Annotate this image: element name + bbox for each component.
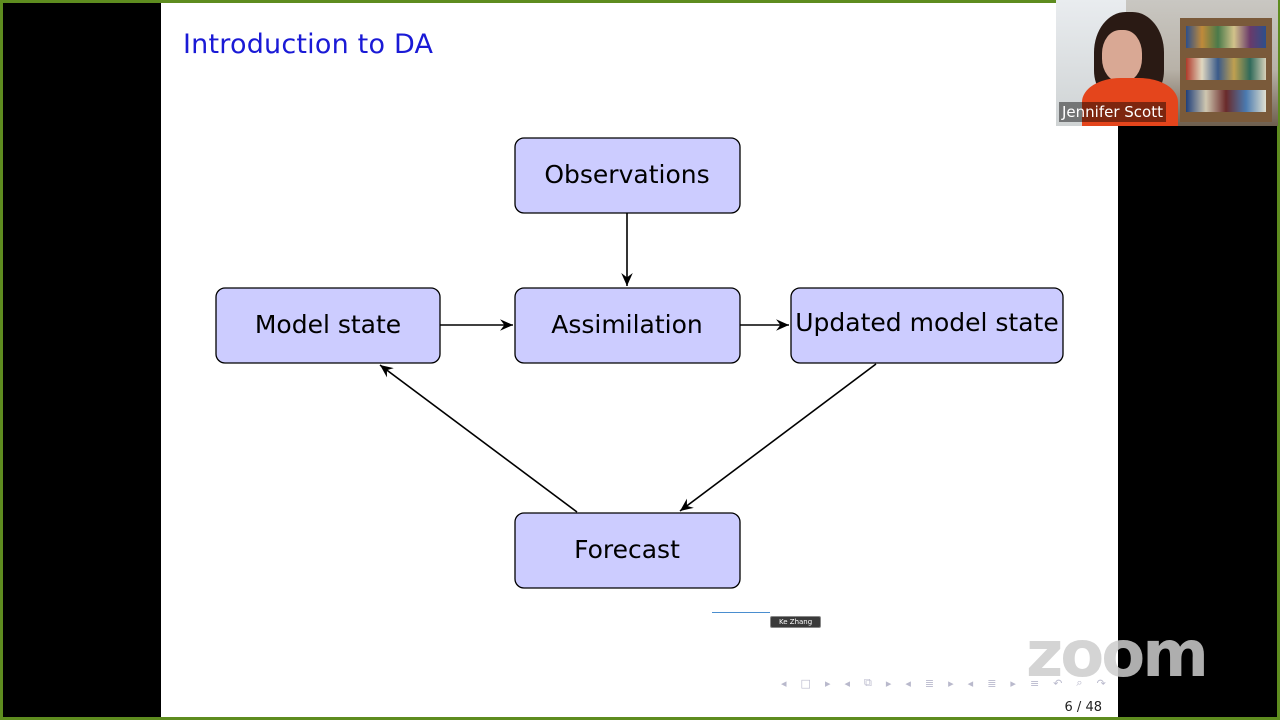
- participant-video-tile[interactable]: Jennifer Scott: [1056, 0, 1278, 126]
- node-observations: Observations: [514, 137, 741, 214]
- node-model-state-label: Model state: [255, 310, 401, 339]
- slide-title: Introduction to DA: [183, 29, 434, 60]
- annotation-line: [712, 612, 770, 613]
- section-icon[interactable]: ≣: [924, 676, 935, 690]
- arrow-right-icon[interactable]: ▸: [824, 676, 831, 690]
- slide-page-number: 6 / 48: [1064, 700, 1102, 715]
- remote-cursor-name-tag: Ke Zhang: [770, 616, 822, 628]
- background-bookshelf: [1180, 18, 1272, 122]
- node-updated-model-state-label: Updated model state: [795, 308, 1058, 337]
- redo-icon[interactable]: ↷: [1096, 676, 1106, 690]
- frame-icon[interactable]: □: [800, 676, 811, 690]
- arrow-left-icon[interactable]: ◂: [905, 676, 911, 690]
- node-observations-label: Observations: [544, 160, 709, 189]
- da-cycle-diagram: Observations Model state Assimilation Up…: [215, 137, 1064, 589]
- arrow-left-icon[interactable]: ◂: [844, 676, 850, 690]
- participant-face: [1102, 30, 1142, 82]
- shared-screen-slide: Introduction to DA Observations Model st…: [161, 3, 1118, 717]
- undo-icon[interactable]: ↶: [1053, 676, 1063, 690]
- subsection-icon[interactable]: ⧉: [864, 676, 872, 689]
- node-model-state: Model state: [215, 287, 441, 364]
- edge-updated-to-forecast: [679, 363, 877, 512]
- arrow-right-icon[interactable]: ▸: [948, 676, 954, 690]
- participant-name-label: Jennifer Scott: [1059, 102, 1166, 122]
- section-icon[interactable]: ≣: [987, 676, 997, 690]
- search-icon[interactable]: ⌕: [1076, 676, 1083, 689]
- node-assimilation: Assimilation: [514, 287, 741, 364]
- zoom-logo-watermark: zoom: [1026, 618, 1209, 692]
- node-assimilation-label: Assimilation: [551, 310, 703, 339]
- node-forecast: Forecast: [514, 512, 741, 589]
- arrow-left-icon[interactable]: ◂: [781, 676, 787, 690]
- edge-forecast-to-model-state: [379, 364, 578, 513]
- arrow-right-icon[interactable]: ▸: [885, 676, 892, 690]
- node-updated-model-state: Updated model state: [790, 287, 1064, 364]
- align-icon[interactable]: ≡: [1029, 676, 1040, 690]
- node-forecast-label: Forecast: [574, 535, 680, 564]
- arrow-left-icon[interactable]: ◂: [967, 676, 974, 690]
- arrow-right-icon[interactable]: ▸: [1010, 676, 1016, 690]
- participant-body: [1082, 78, 1178, 126]
- beamer-navigation-bar[interactable]: ◂ □ ▸ ◂ ⧉ ▸ ◂ ≣ ▸ ◂ ≣ ▸ ≡ ↶ ⌕ ↷: [781, 676, 1111, 690]
